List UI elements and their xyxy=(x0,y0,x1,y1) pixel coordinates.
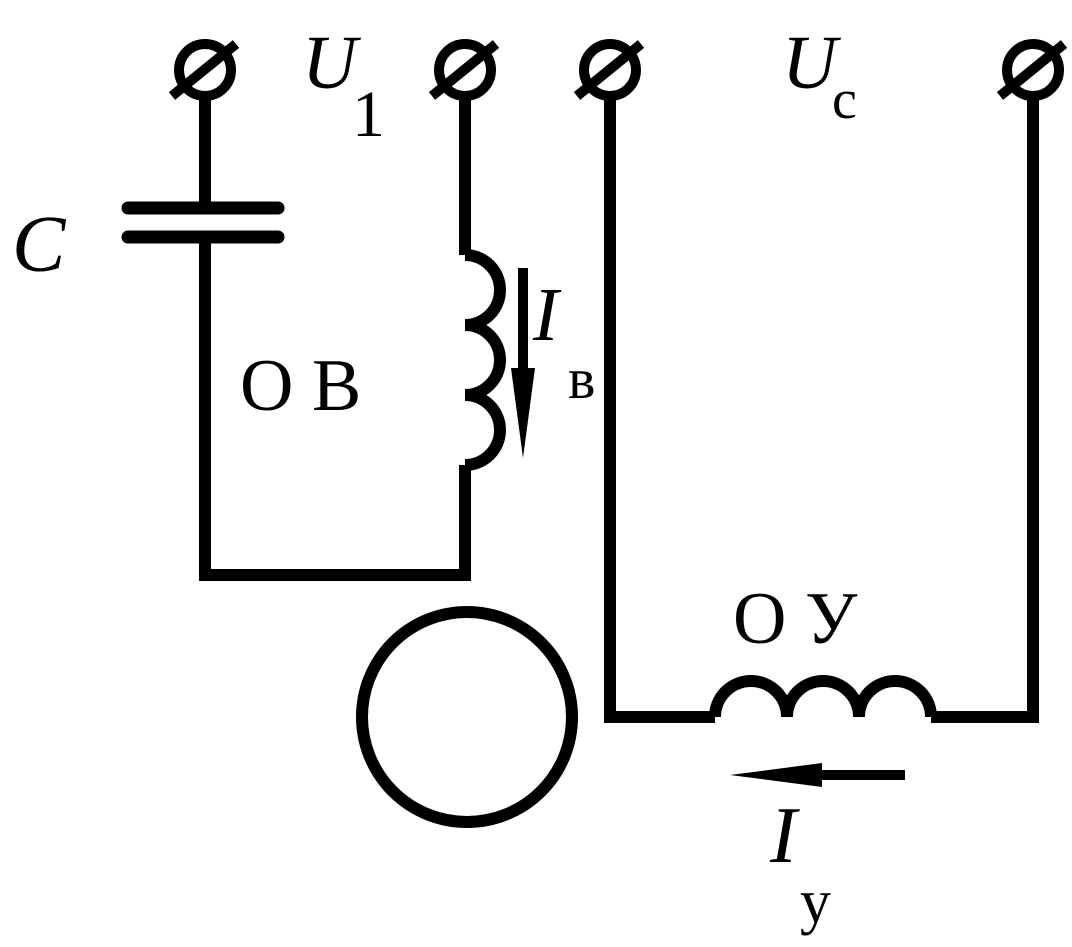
wire-excitation-loop xyxy=(199,238,471,581)
control-winding-label: О У xyxy=(733,578,858,660)
wire-control-left xyxy=(604,96,715,723)
terminal-uc-right xyxy=(996,39,1068,101)
terminal-u1-right xyxy=(428,39,500,101)
control-winding-coil xyxy=(709,675,937,718)
excitation-current-subscript: в xyxy=(568,346,595,411)
excitation-current-arrow xyxy=(511,268,535,458)
terminal-uc-left xyxy=(573,39,645,101)
control-current-symbol: I xyxy=(769,792,800,880)
control-current-arrow xyxy=(730,763,905,787)
excitation-winding-coil xyxy=(464,249,506,471)
rotor-circle xyxy=(356,606,578,828)
control-current-subscript: у xyxy=(800,868,831,936)
excitation-winding-label: О В xyxy=(240,345,361,427)
wire-control-right xyxy=(931,96,1039,723)
terminal-u1-left xyxy=(168,39,240,101)
u1-symbol: U xyxy=(302,21,361,105)
uc-subscript: c xyxy=(832,69,857,131)
u1-subscript: 1 xyxy=(352,78,385,151)
capacitor-label: C xyxy=(12,201,67,289)
uc-symbol: U xyxy=(782,21,841,105)
excitation-current-symbol: I xyxy=(532,273,562,357)
capacitor-symbol xyxy=(121,201,285,244)
